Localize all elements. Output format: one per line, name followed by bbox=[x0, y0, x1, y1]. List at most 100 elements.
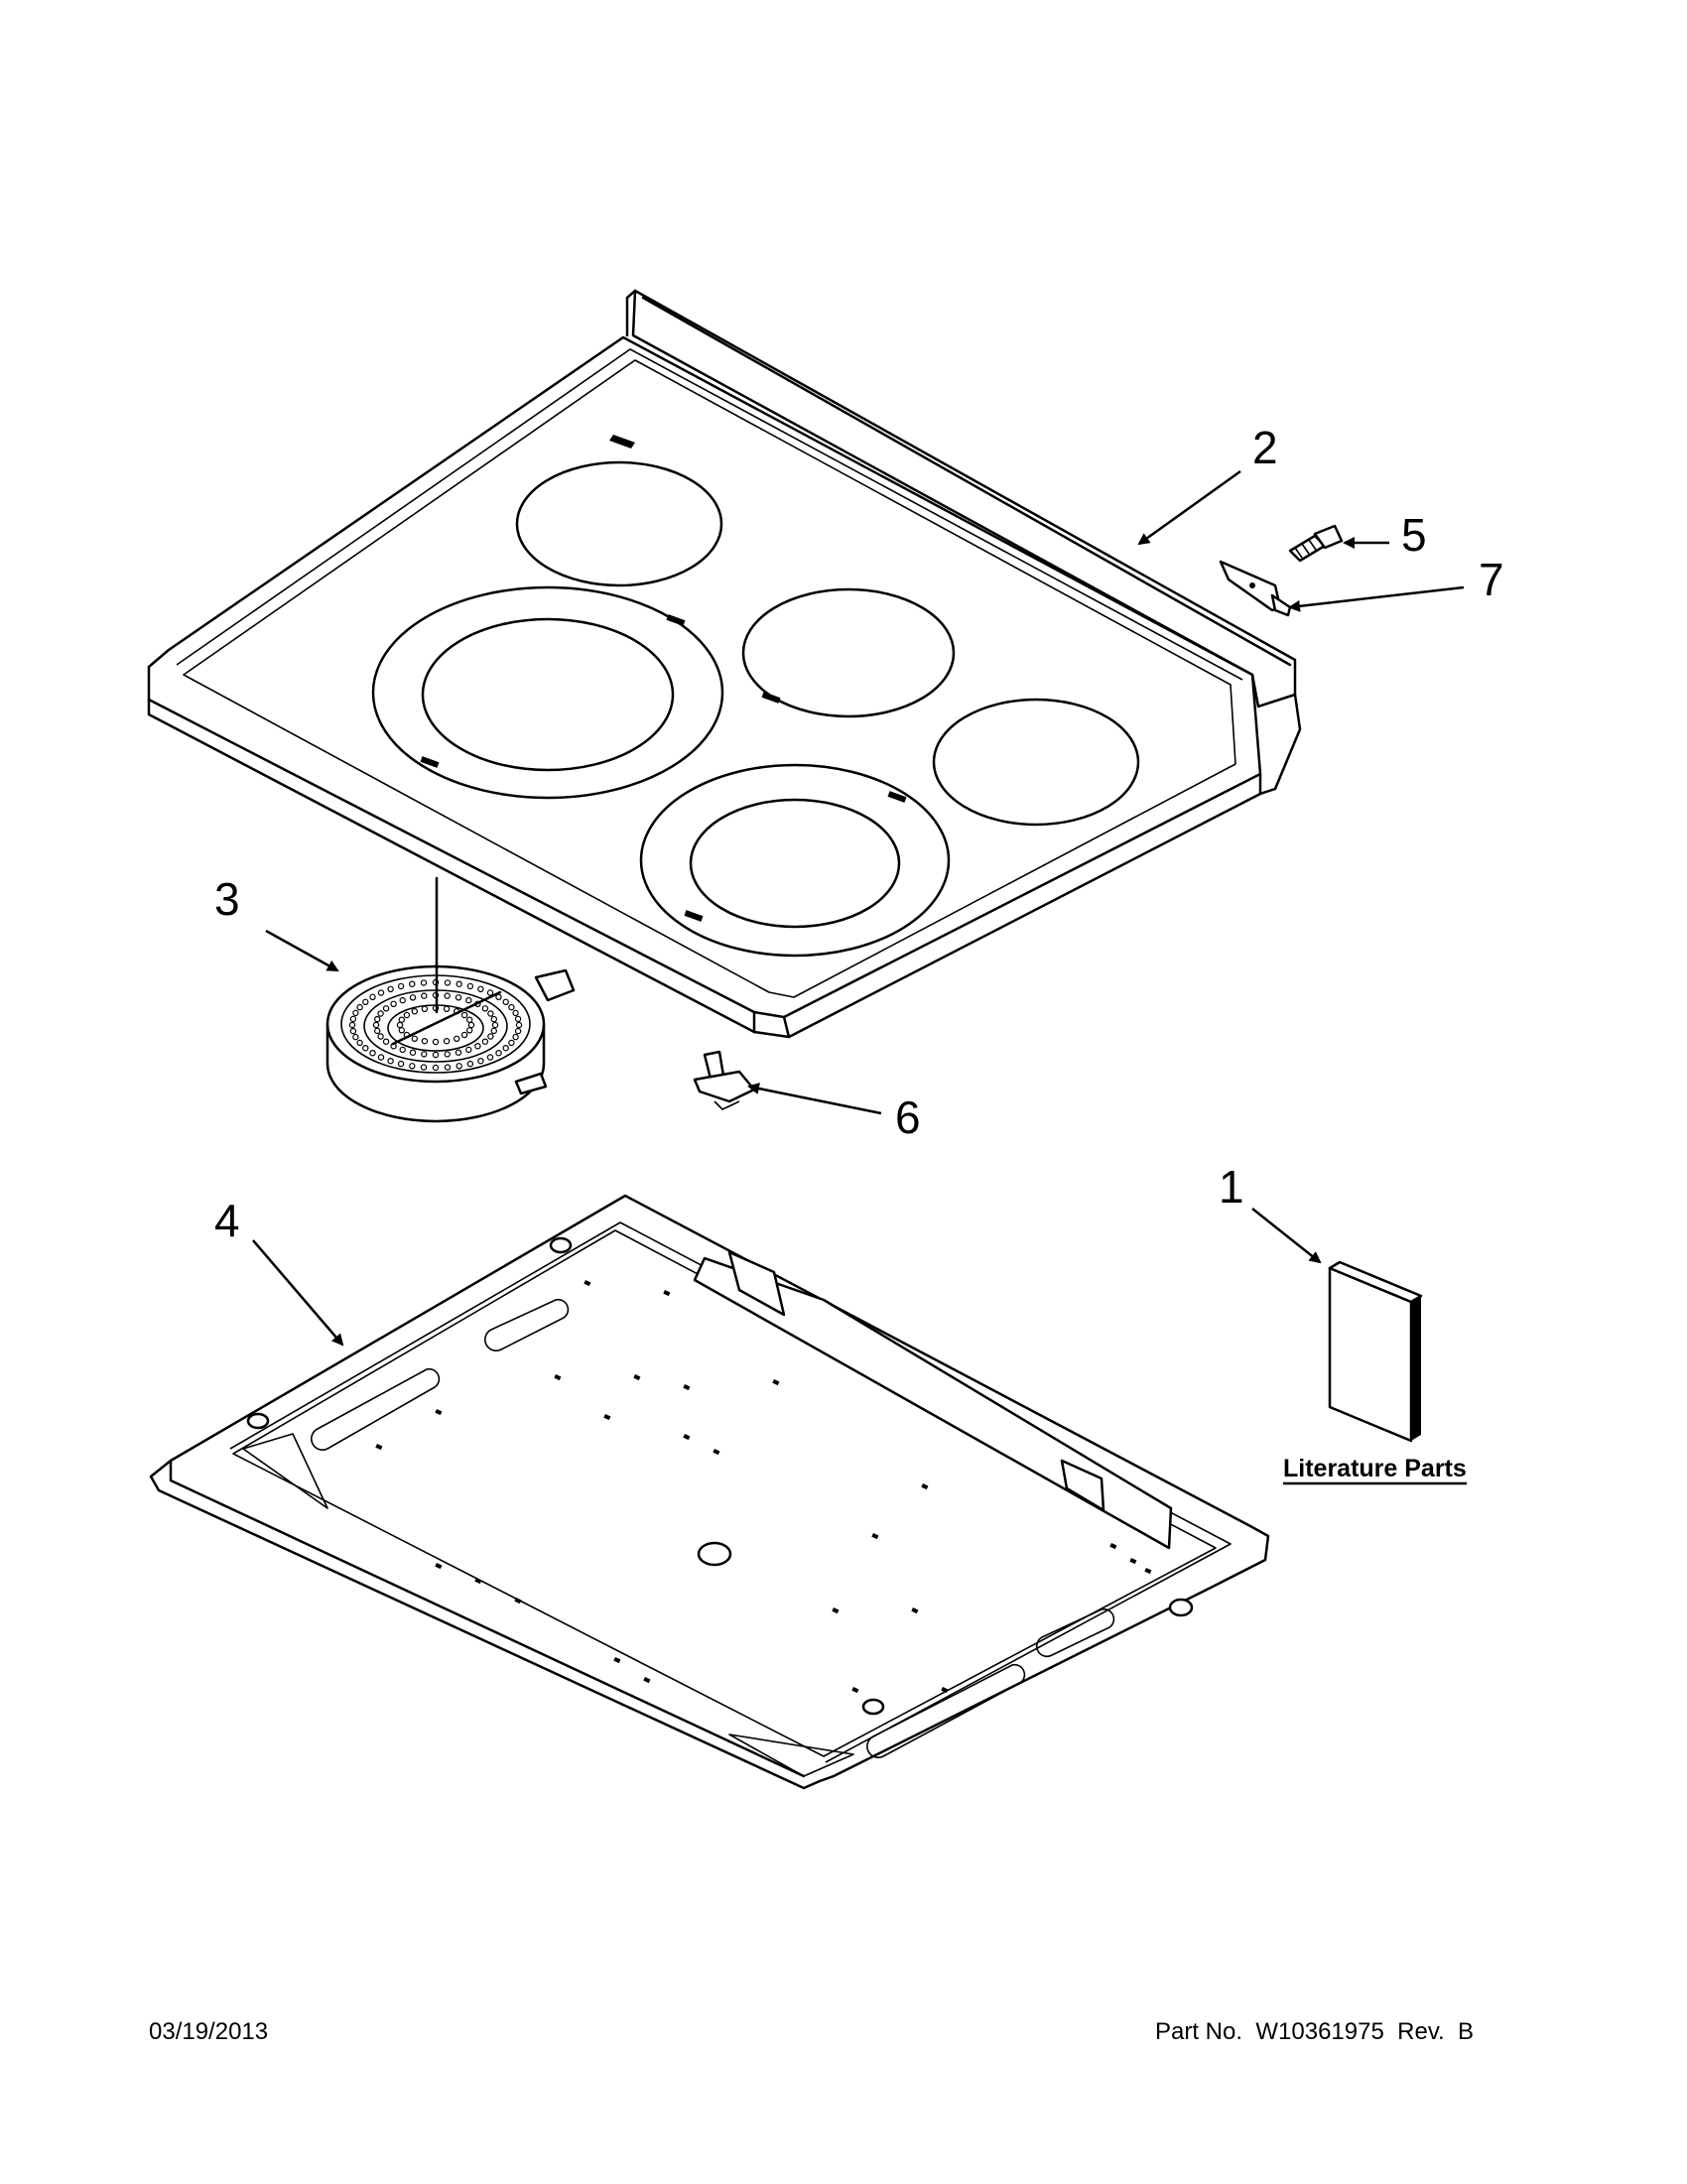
coil-dot bbox=[481, 1038, 489, 1045]
coil-dot bbox=[377, 1033, 384, 1040]
coil-dot bbox=[443, 1037, 451, 1045]
panel-mark bbox=[514, 1598, 522, 1605]
coil-dot bbox=[403, 1031, 411, 1039]
coil-dot bbox=[454, 1049, 462, 1056]
coil-dot bbox=[432, 1038, 440, 1046]
coil-dot bbox=[397, 982, 405, 990]
coil-dot bbox=[369, 993, 376, 1001]
callout-2: 2 bbox=[1252, 422, 1278, 473]
coil-dot bbox=[369, 1049, 376, 1057]
coil-dot bbox=[444, 992, 451, 999]
coil-dot bbox=[465, 996, 472, 1004]
coil-dot bbox=[474, 1000, 481, 1008]
callout-3: 3 bbox=[214, 873, 240, 925]
panel-mark bbox=[683, 1384, 691, 1391]
coil-dot bbox=[398, 1016, 405, 1023]
coil-dot bbox=[362, 998, 369, 1006]
screw-part-5 bbox=[1288, 524, 1344, 563]
coil-dot bbox=[454, 1008, 460, 1015]
coil-dot bbox=[356, 1039, 363, 1047]
coil-dot bbox=[377, 989, 385, 996]
coil-dot bbox=[514, 1027, 522, 1035]
coil-dot bbox=[455, 1063, 462, 1070]
coil-dot bbox=[421, 992, 428, 999]
coil-dot bbox=[399, 996, 406, 1004]
coil-dot bbox=[508, 1039, 515, 1047]
coil-dot bbox=[396, 1021, 404, 1029]
leader-lines bbox=[252, 469, 1465, 1347]
coil-dot bbox=[512, 1009, 519, 1017]
leader-6 bbox=[747, 1083, 882, 1115]
coil-dot bbox=[390, 1042, 397, 1050]
coil-dot bbox=[490, 1027, 497, 1035]
literature-parts-label: Literature Parts bbox=[1283, 1455, 1467, 1482]
footer-date: 03/19/2013 bbox=[149, 2018, 269, 2045]
callout-6: 6 bbox=[895, 1092, 921, 1143]
coil-dot bbox=[455, 980, 462, 987]
literature-booklet-part-1 bbox=[1328, 1260, 1423, 1443]
panel-mark bbox=[1109, 1543, 1117, 1550]
coil-dot bbox=[382, 1005, 390, 1012]
coil-dot bbox=[409, 1049, 417, 1056]
coil-dot bbox=[352, 1033, 359, 1041]
leader-1 bbox=[1251, 1208, 1322, 1264]
bracket-part-7 bbox=[1219, 560, 1292, 617]
coil-dot bbox=[487, 1010, 494, 1017]
footer-part-number: Part No. W10361975 Rev. B bbox=[1155, 2018, 1475, 2045]
panel-marks bbox=[375, 1279, 1152, 1694]
coil-dot bbox=[444, 979, 452, 986]
coil-dot bbox=[486, 1054, 494, 1061]
coil-dot bbox=[432, 1051, 440, 1059]
coil-dot bbox=[466, 1016, 473, 1023]
radiant-element-part-3 bbox=[325, 876, 576, 1123]
coil-dot bbox=[374, 1015, 381, 1023]
panel-mark bbox=[1144, 1568, 1152, 1575]
coil-dot bbox=[432, 978, 440, 986]
coil-dot bbox=[372, 1021, 380, 1029]
panel-mark bbox=[871, 1533, 879, 1540]
coil-dot bbox=[356, 1003, 363, 1011]
coil-dot bbox=[352, 1009, 359, 1017]
panel-mark bbox=[832, 1607, 840, 1614]
panel-mark bbox=[613, 1657, 621, 1664]
coil-dot bbox=[460, 1031, 468, 1039]
panel-mark bbox=[851, 1687, 859, 1694]
panel-mark bbox=[663, 1290, 671, 1297]
coil-dot bbox=[349, 1015, 357, 1023]
panel-mark bbox=[772, 1379, 780, 1386]
coil-dot bbox=[481, 1005, 489, 1012]
panel-mark bbox=[435, 1409, 443, 1416]
panel-mark bbox=[1129, 1558, 1137, 1565]
panel-mark bbox=[941, 1687, 949, 1694]
panel-mark bbox=[683, 1434, 691, 1441]
leader-4 bbox=[252, 1239, 344, 1347]
coil-dot bbox=[454, 1035, 460, 1043]
coil-dot bbox=[421, 1051, 428, 1058]
coil-dot bbox=[432, 1004, 440, 1012]
coil-dot bbox=[444, 1064, 452, 1071]
coil-dot bbox=[443, 1005, 451, 1013]
panel-mark bbox=[921, 1483, 929, 1490]
panel-mark bbox=[603, 1414, 611, 1421]
coil-dot bbox=[387, 985, 394, 993]
coil-dot bbox=[387, 1057, 394, 1065]
panel-mark bbox=[554, 1374, 562, 1381]
callout-7: 7 bbox=[1479, 554, 1504, 605]
coil-dot bbox=[495, 993, 502, 1001]
coil-dot bbox=[420, 1064, 428, 1071]
coil-dot bbox=[409, 980, 416, 987]
leader-3 bbox=[265, 929, 339, 972]
coil-dot bbox=[421, 1037, 429, 1045]
coil-dot bbox=[474, 1042, 481, 1050]
coil-dot bbox=[403, 1011, 411, 1019]
coil-dot bbox=[502, 1044, 509, 1052]
panel-mark bbox=[584, 1279, 591, 1287]
panel-mark bbox=[713, 1449, 720, 1456]
coil-dots bbox=[348, 978, 523, 1072]
coil-dot bbox=[512, 1033, 519, 1041]
coil-dot bbox=[377, 1054, 385, 1061]
coil-dot bbox=[477, 1057, 484, 1065]
coil-dot bbox=[444, 1051, 451, 1058]
coil-dot bbox=[486, 989, 494, 996]
coil-dot bbox=[514, 1015, 522, 1023]
